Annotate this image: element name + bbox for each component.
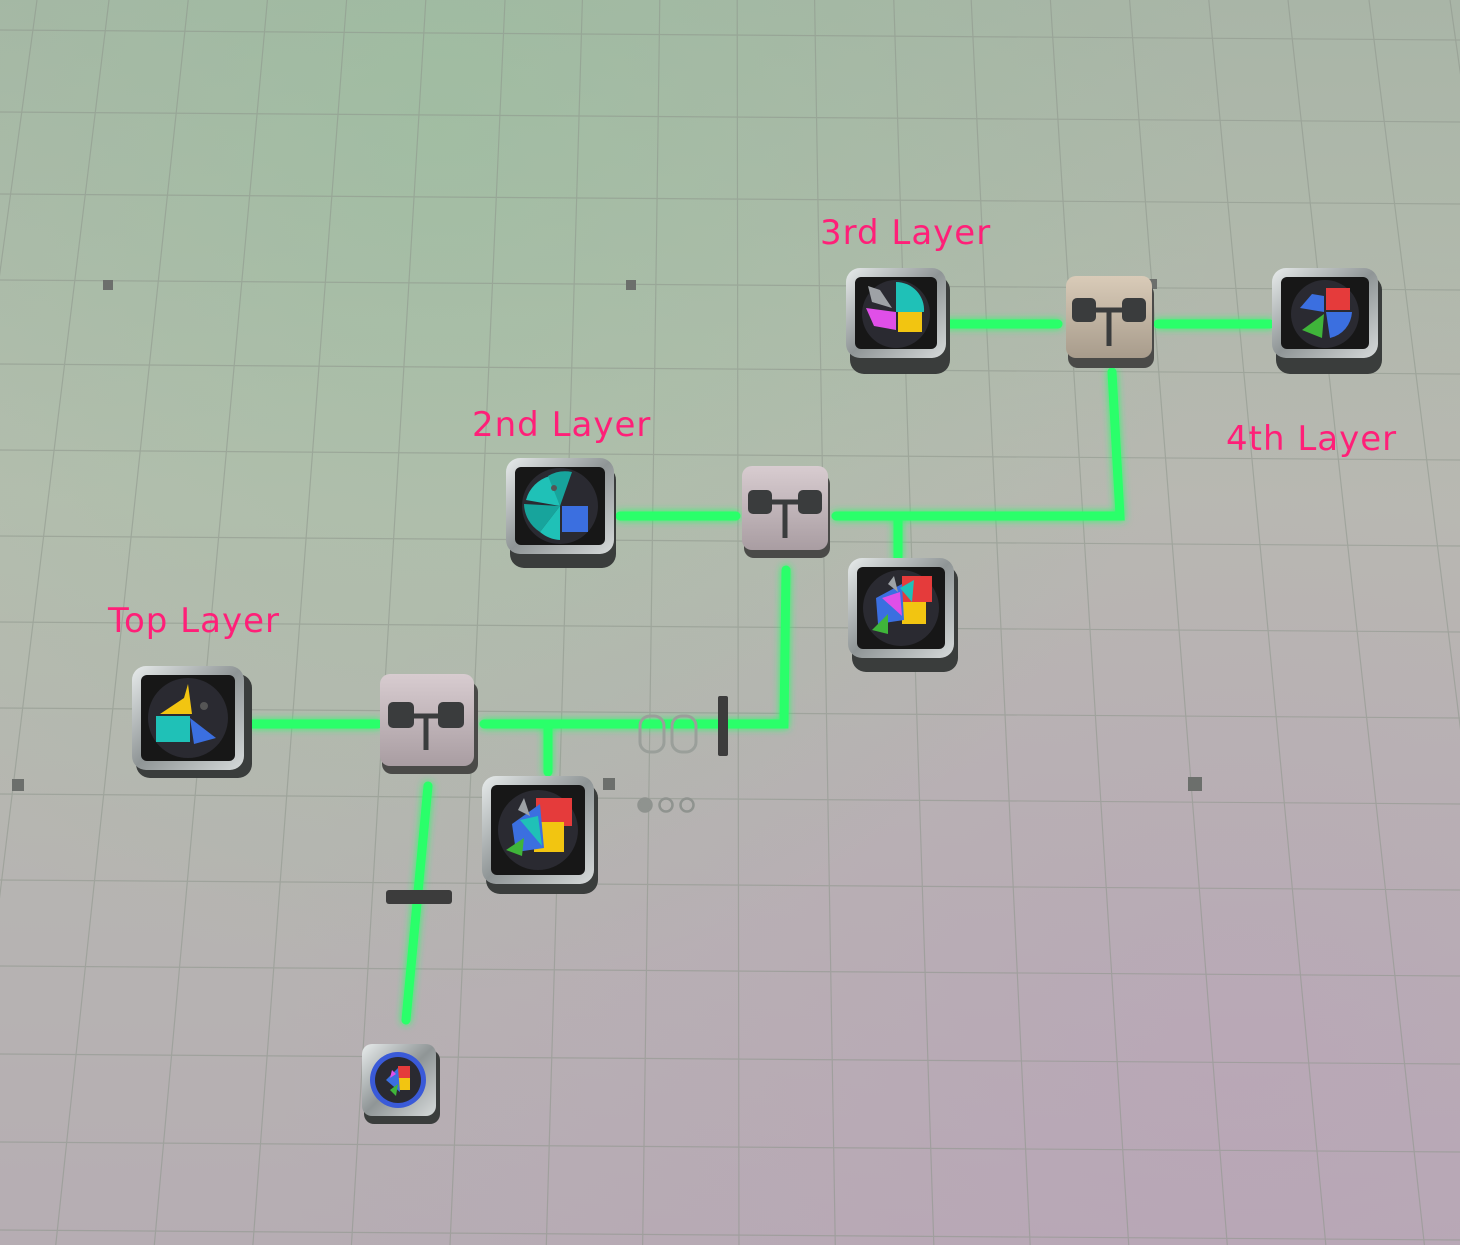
top-layer-tile[interactable] bbox=[132, 666, 252, 778]
combined-shape-output-icon bbox=[386, 1066, 410, 1096]
grey-magenta-cyan-yellow-shape-icon bbox=[866, 281, 925, 332]
page-dot-3[interactable] bbox=[679, 797, 695, 813]
page-dot-2[interactable] bbox=[658, 797, 674, 813]
stacker-building-icon bbox=[1072, 298, 1146, 346]
grid-markers bbox=[12, 279, 1202, 791]
top-layer-label: Top Layer bbox=[108, 601, 280, 641]
combined-shape-icon-2 bbox=[872, 576, 932, 634]
page-indicator[interactable] bbox=[637, 797, 695, 813]
combined-shape-icon-1 bbox=[506, 798, 572, 856]
stacker-3[interactable] bbox=[1066, 276, 1154, 368]
belt-stacker1-to-stacker2[interactable] bbox=[479, 565, 791, 729]
final-output-tile[interactable] bbox=[362, 1044, 440, 1124]
stacker-building-icon bbox=[748, 490, 822, 538]
stacker-building-icon bbox=[388, 702, 464, 750]
belt-junctions bbox=[386, 696, 728, 904]
cyan-pinwheel-blue-square-icon bbox=[524, 471, 588, 540]
fourth-layer-tile[interactable] bbox=[1272, 268, 1382, 374]
fourth-layer-label: 4th Layer bbox=[1226, 419, 1398, 459]
belt-stacker2-to-stacker3[interactable] bbox=[831, 367, 1125, 521]
second-layer-label: 2nd Layer bbox=[472, 405, 652, 445]
stacker-1-output-tile[interactable] bbox=[482, 776, 598, 894]
third-layer-tile[interactable] bbox=[846, 268, 950, 374]
stacker-1[interactable] bbox=[380, 674, 478, 774]
blue-red-green-shape-icon bbox=[1300, 288, 1352, 338]
yellow-cyan-blue-shape-icon bbox=[156, 684, 216, 744]
third-layer-label: 3rd Layer bbox=[820, 213, 992, 253]
page-dot-1[interactable] bbox=[637, 797, 653, 813]
second-layer-tile[interactable] bbox=[506, 458, 616, 568]
conveyor-belts[interactable] bbox=[247, 319, 1275, 1025]
stacker-2[interactable] bbox=[742, 466, 830, 558]
stacker-2-output-tile[interactable] bbox=[848, 558, 958, 672]
